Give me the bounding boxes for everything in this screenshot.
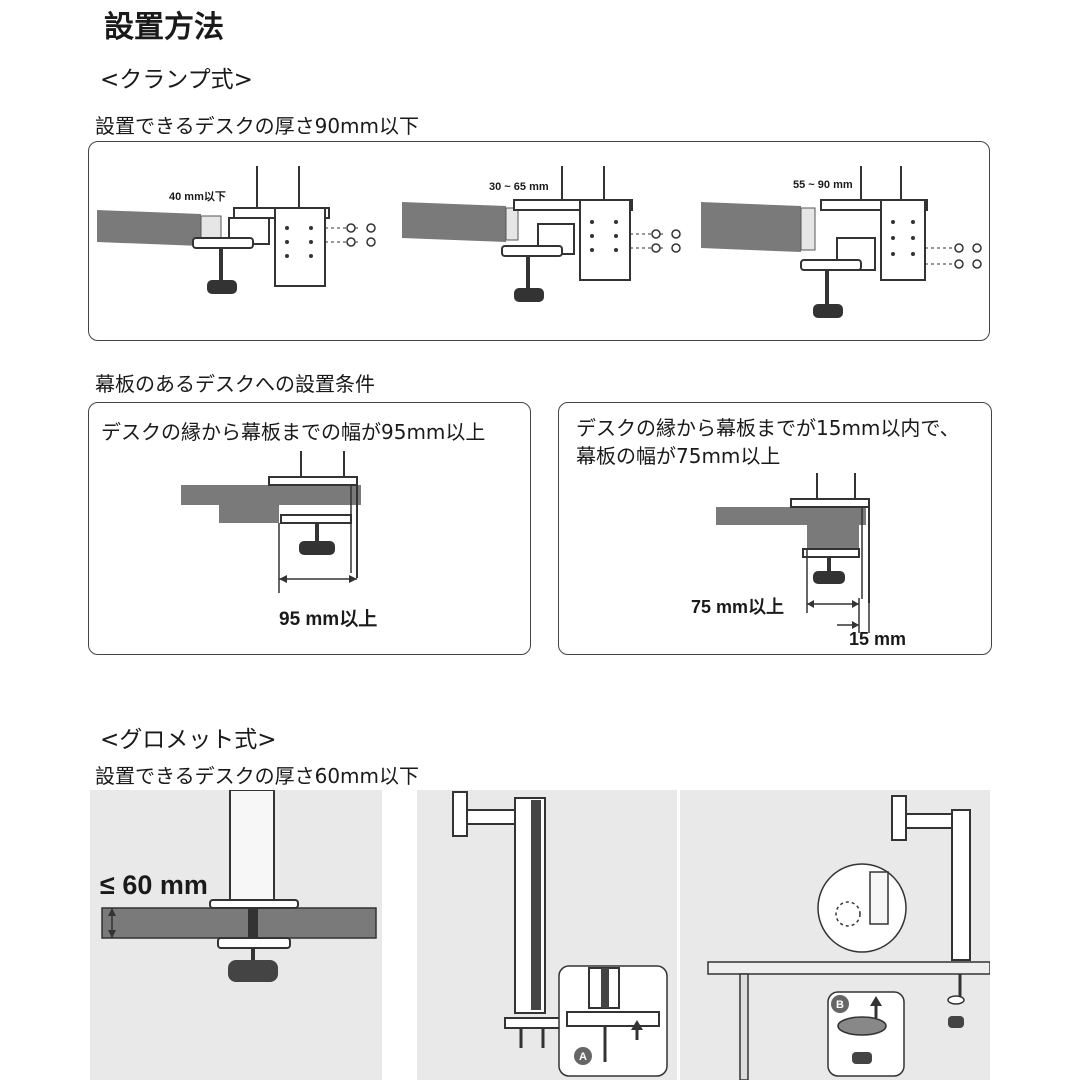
clamp-heading: <クランプ式> xyxy=(100,67,253,93)
grommet-panel-2: A xyxy=(417,790,677,1080)
grommet-heading: <グロメット式> xyxy=(100,727,277,753)
clamp-label-1: 40 mm以下 xyxy=(169,190,226,203)
apron-right-caption-1: デスクの縁から幕板までが15mm以内で、 xyxy=(576,416,960,440)
apron-right-panel: デスクの縁から幕板までが15mm以内で、 幕板の幅が75mm以上 75 mm以上… xyxy=(558,402,992,655)
grommet-diagram-1: ≤ 60 mm xyxy=(100,789,377,982)
clamp-label-2: 30 ~ 65 mm xyxy=(489,181,549,193)
apron-right-dim-b: 15 mm xyxy=(849,629,906,649)
grommet-diagram-3: B xyxy=(707,795,991,1081)
grommet-thickness-text: 設置できるデスクの厚さ60mm以下 xyxy=(95,764,420,788)
clamp-figure-3: 55 ~ 90 mm xyxy=(701,166,982,318)
step-b-marker: B xyxy=(836,999,844,1011)
step-a-marker: A xyxy=(579,1051,587,1063)
grommet-diagram-2: A xyxy=(452,791,668,1077)
clamp-label-3: 55 ~ 90 mm xyxy=(793,179,853,191)
apron-right-caption-2: 幕板の幅が75mm以上 xyxy=(576,444,781,468)
apron-left-dim: 95 mm以上 xyxy=(279,608,377,630)
apron-right-diagram: 75 mm以上 15 mm xyxy=(691,473,906,649)
clamp-figure-panel: 40 mm以下 30 ~ 65 mm xyxy=(88,141,990,341)
apron-left-diagram: 95 mm以上 xyxy=(181,451,377,630)
clamp-figure-1: 40 mm以下 xyxy=(97,166,376,294)
grommet-panel-1: ≤ 60 mm xyxy=(90,789,382,1080)
apron-left-caption: デスクの縁から幕板までの幅が95mm以上 xyxy=(101,420,486,444)
clamp-diagrams: 40 mm以下 30 ~ 65 mm xyxy=(97,166,982,318)
apron-heading: 幕板のあるデスクへの設置条件 xyxy=(95,372,375,396)
apron-left-panel: デスクの縁から幕板までの幅が95mm以上 95 mm以上 xyxy=(88,402,531,655)
grommet-dim: ≤ 60 mm xyxy=(100,870,208,900)
grommet-panel-3: B xyxy=(680,790,991,1081)
apron-right-dim-a: 75 mm以上 xyxy=(691,597,784,617)
clamp-figure-2: 30 ~ 65 mm xyxy=(402,166,681,302)
page-title: 設置方法 xyxy=(104,10,224,45)
clamp-thickness-text: 設置できるデスクの厚さ90mm以下 xyxy=(95,114,420,138)
